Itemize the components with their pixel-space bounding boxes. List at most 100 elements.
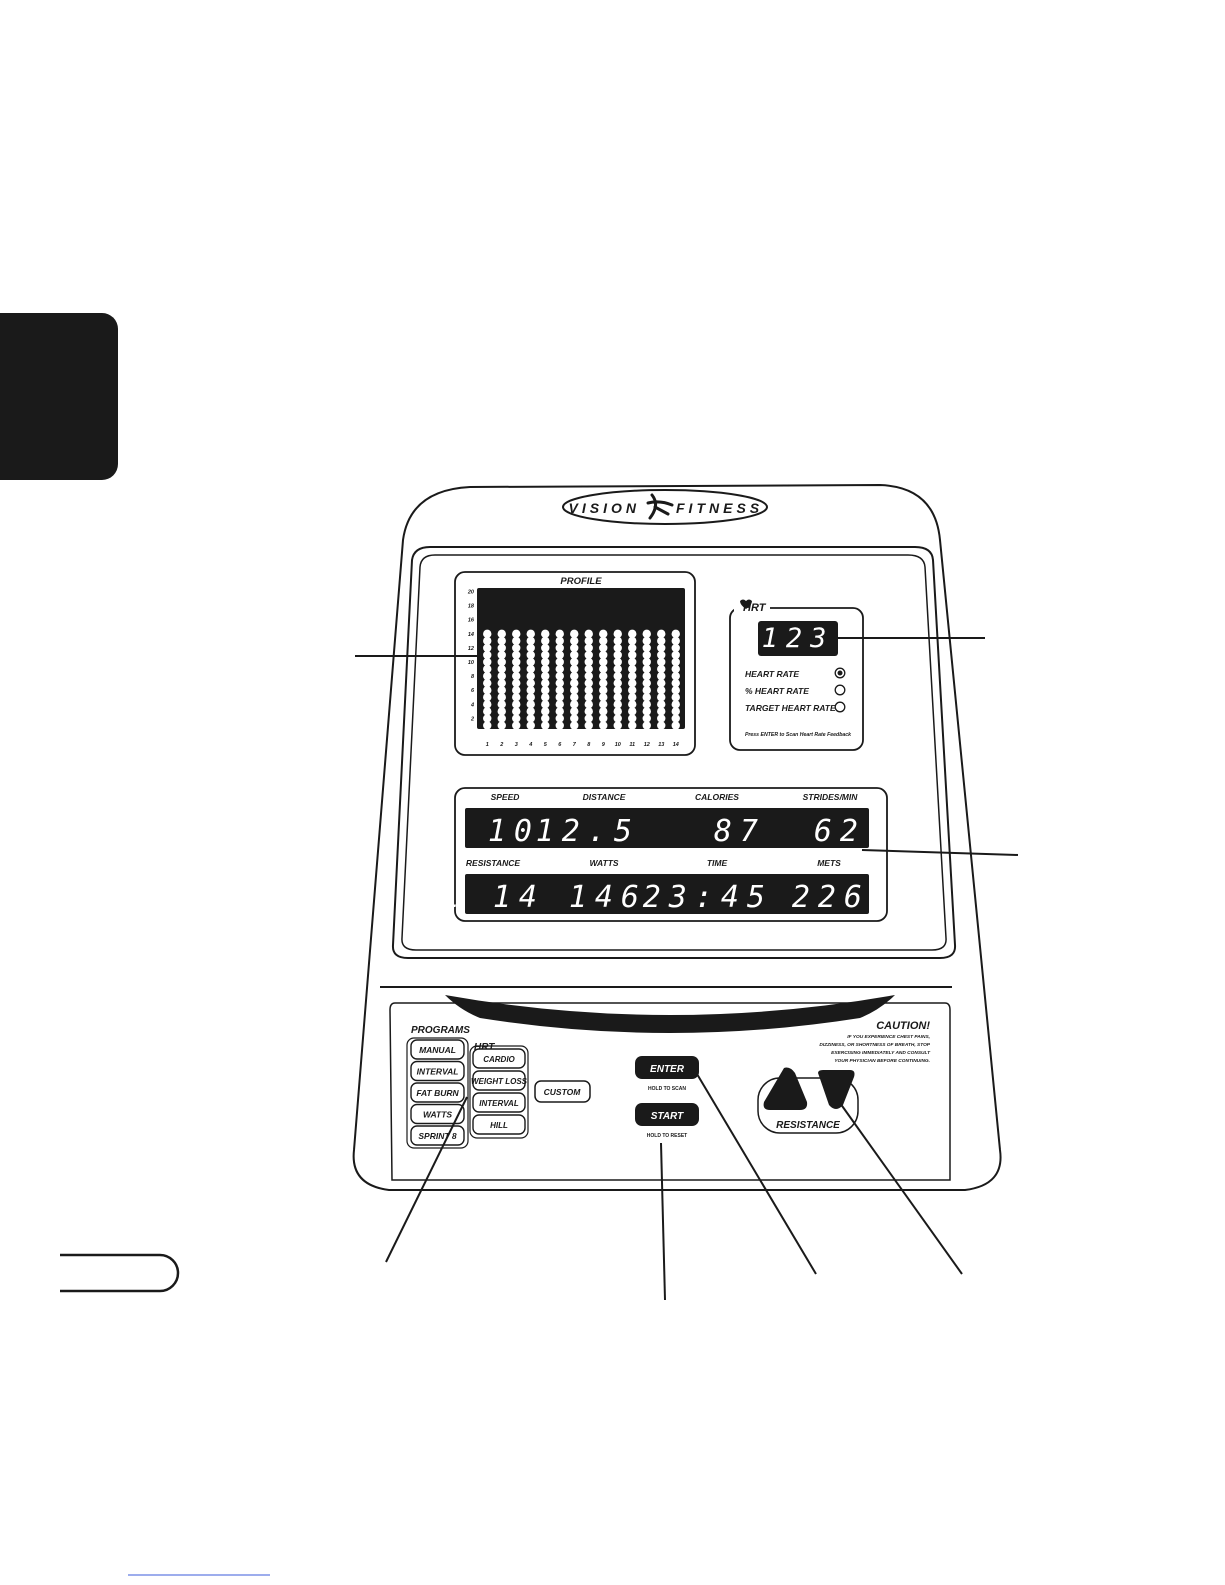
enter-button[interactable] [635, 1056, 699, 1079]
profile-dot [613, 700, 622, 709]
profile-dot [570, 650, 579, 660]
programs-title: PROGRAMS [411, 1025, 470, 1036]
profile-y-label: 6 [471, 688, 475, 694]
profile-x-label: 8 [587, 742, 591, 748]
profile-dot [570, 664, 579, 674]
profile-dot [642, 700, 651, 709]
profile-dot [599, 714, 608, 723]
callout-start [660, 1142, 666, 1301]
profile-dot [642, 714, 651, 723]
profile-dot [555, 671, 564, 681]
profile-dot [555, 714, 564, 723]
start-button[interactable] [635, 1103, 699, 1126]
profile-dot [483, 686, 492, 695]
brand-fitness: FITNESS [676, 500, 763, 516]
program-button[interactable] [410, 1060, 465, 1082]
profile-dot [613, 721, 622, 730]
enter-button-label: ENTER [650, 1064, 685, 1075]
program-button[interactable] [410, 1082, 465, 1103]
metric-value-calories: 87 [714, 814, 766, 849]
profile-dot [570, 678, 579, 688]
hrt-program-button[interactable] [472, 1070, 526, 1091]
profile-dot [541, 664, 550, 674]
hrt-indicator-dot [837, 670, 843, 676]
profile-dot [570, 714, 579, 723]
profile-dot [512, 657, 521, 667]
resistance-up-button[interactable] [763, 1067, 808, 1110]
profile-dot [642, 643, 651, 653]
profile-dot [497, 721, 506, 730]
program-button-label: MANUAL [419, 1045, 456, 1055]
profile-dot [570, 700, 579, 709]
profile-dot [613, 714, 622, 723]
profile-dot [671, 650, 680, 660]
profile-dot [628, 664, 637, 674]
program-group-frame [406, 1037, 469, 1149]
profile-dot [642, 693, 651, 702]
profile-y-label: 2 [470, 716, 474, 722]
hrt-program-button-label: WEIGHT LOSS [471, 1077, 528, 1086]
profile-title: PROFILE [560, 576, 602, 587]
profile-dot [555, 657, 564, 667]
profile-dot [613, 643, 622, 653]
profile-dot [512, 643, 521, 653]
profile-x-label: 10 [615, 742, 621, 748]
custom-button[interactable] [534, 1080, 591, 1103]
hrt-program-button[interactable] [472, 1092, 526, 1113]
profile-dot [613, 671, 622, 681]
hrt-program-button[interactable] [472, 1114, 526, 1135]
profile-matrix-bg [477, 588, 685, 729]
caution-title: CAUTION! [876, 1020, 930, 1032]
resistance-down-button[interactable] [818, 1070, 855, 1109]
profile-dot [599, 643, 608, 653]
profile-dot [642, 707, 651, 716]
profile-dot [555, 707, 564, 716]
display-hood [445, 995, 895, 1033]
profile-dot [483, 671, 492, 681]
hrt-program-button-label: CARDIO [483, 1055, 515, 1064]
profile-dot [526, 671, 535, 681]
profile-dot [599, 693, 608, 702]
profile-dot [584, 686, 593, 695]
profile-dot [642, 721, 651, 730]
metric-value-speed: 10 [488, 814, 540, 849]
profile-x-label: 5 [544, 742, 548, 748]
profile-dot [512, 714, 521, 723]
brand-logo-icon [646, 493, 674, 520]
profile-dot [628, 657, 637, 667]
profile-dot [483, 664, 492, 674]
hrt-option-1: % HEART RATE [745, 686, 809, 696]
profile-dot [512, 700, 521, 709]
profile-dot [541, 714, 550, 723]
profile-dot [642, 636, 651, 646]
profile-dot [512, 629, 521, 639]
profile-dot [555, 650, 564, 660]
profile-dot [642, 664, 651, 674]
profile-dot [483, 657, 492, 667]
profile-dot [584, 671, 593, 681]
profile-dot [657, 664, 666, 674]
hrt-indicator-ring [834, 684, 846, 696]
metric-value-strides: 62 [814, 814, 866, 849]
console-inner-upper [391, 546, 957, 959]
hrt-program-button[interactable] [472, 1048, 526, 1069]
profile-dot [671, 664, 680, 674]
profile-dot [512, 721, 521, 730]
profile-dot [657, 714, 666, 723]
profile-dot [483, 721, 492, 730]
profile-dot [657, 678, 666, 688]
profile-dot [599, 721, 608, 730]
program-button[interactable] [410, 1103, 465, 1125]
profile-dot [526, 664, 535, 674]
profile-dot [671, 721, 680, 730]
program-button[interactable] [410, 1039, 465, 1060]
metric-label-watts: WATTS [589, 858, 618, 868]
profile-dot [584, 700, 593, 709]
profile-dot [628, 721, 637, 730]
profile-x-label: 7 [573, 742, 577, 748]
profile-y-label: 10 [468, 660, 474, 666]
profile-dot [584, 714, 593, 723]
profile-dot [628, 678, 637, 688]
